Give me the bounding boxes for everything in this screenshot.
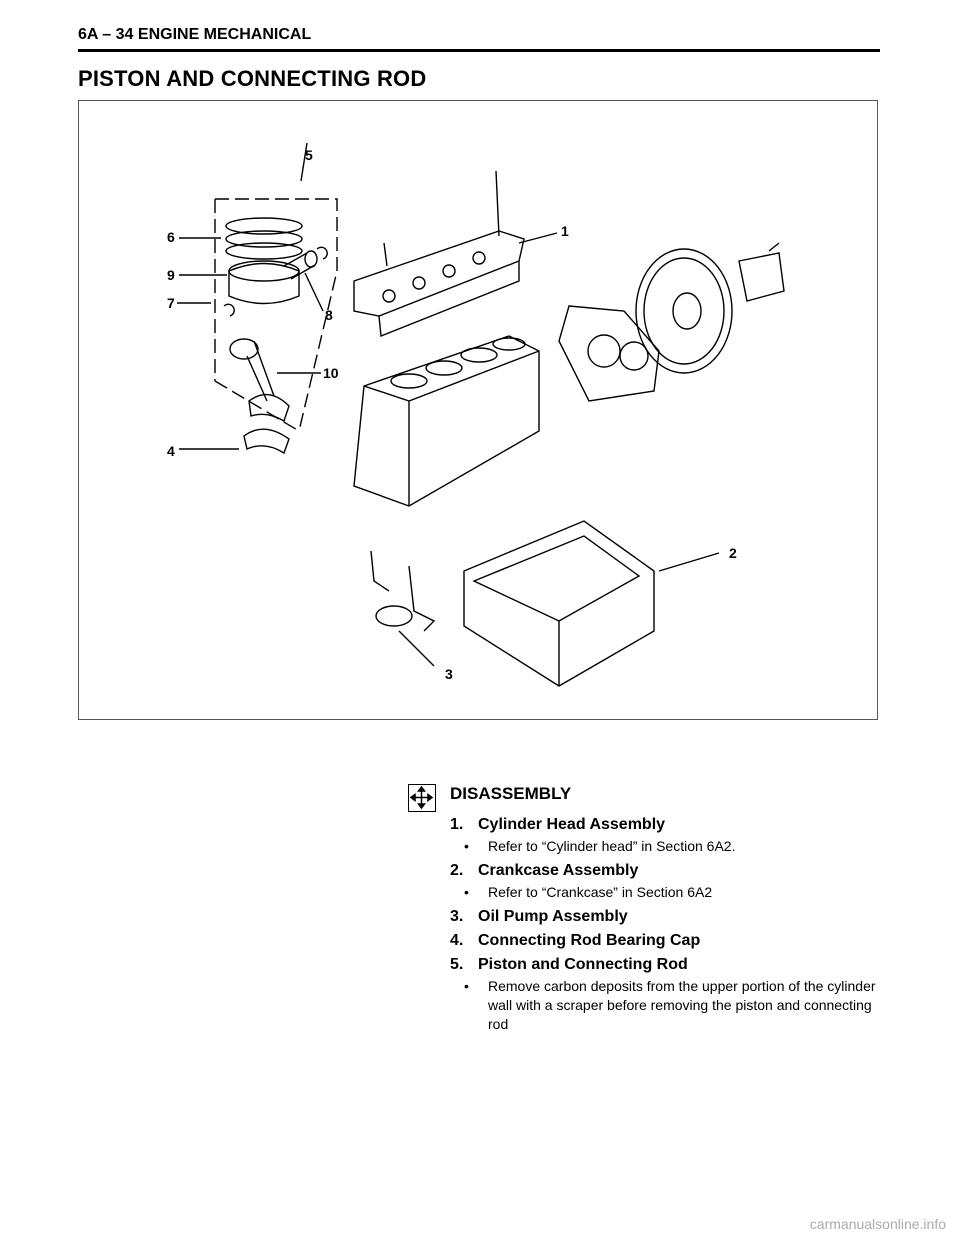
callout-6: 6 (167, 229, 175, 245)
callout-3: 3 (445, 666, 453, 682)
callout-5: 5 (305, 147, 313, 163)
header-rule (78, 49, 880, 52)
step-number: 3. (450, 908, 464, 925)
step-item: 2. Crankcase Assembly • Refer to “Crankcas… (450, 862, 880, 902)
site-watermark: carmanualsonline.info (809, 1216, 946, 1232)
bullet-dot: • (464, 838, 469, 854)
disassembly-steps: 1. Cylinder Head Assembly • Refer to “Cyli… (450, 810, 880, 1034)
callout-7: 7 (167, 295, 175, 311)
step-title: Piston and Connecting Rod (478, 956, 688, 973)
callout-1: 1 (561, 223, 569, 239)
bullet-dot: • (464, 978, 469, 994)
step-number: 4. (450, 932, 464, 949)
step-item: 5. Piston and Connecting Rod • Remove carb… (450, 956, 880, 1034)
disassembly-title: DISASSEMBLY (450, 784, 572, 803)
step-item: 4. Connecting Rod Bearing Cap (450, 932, 880, 950)
engine-exploded-illustration (177, 142, 785, 687)
exploded-view-figure: 1 2 3 4 5 6 9 7 8 10 (78, 100, 878, 720)
step-note: Refer to “Cylinder head” in Section 6A2. (488, 838, 736, 854)
callout-2: 2 (729, 545, 737, 561)
step-note: Refer to “Crankcase” in Section 6A2 (488, 884, 713, 900)
step-title: Crankcase Assembly (478, 862, 639, 879)
callout-9: 9 (167, 267, 175, 283)
step-title: Oil Pump Assembly (478, 908, 628, 925)
step-title: Cylinder Head Assembly (478, 816, 666, 833)
disassembly-arrows-icon (408, 784, 436, 812)
step-note: Remove carbon deposits from the upper po… (488, 978, 876, 1032)
callout-4: 4 (167, 443, 175, 459)
step-title: Connecting Rod Bearing Cap (478, 932, 701, 949)
bullet-dot: • (464, 884, 469, 900)
step-item: 1. Cylinder Head Assembly • Refer to “Cyli… (450, 816, 880, 856)
callout-10: 10 (323, 365, 339, 381)
callout-8: 8 (325, 307, 333, 323)
step-number: 2. (450, 862, 464, 879)
step-number: 5. (450, 956, 464, 973)
section-title: PISTON AND CONNECTING ROD (78, 66, 427, 91)
step-item: 3. Oil Pump Assembly (450, 908, 880, 926)
page-header: 6A – 34 ENGINE MECHANICAL (78, 26, 312, 43)
step-number: 1. (450, 816, 464, 833)
